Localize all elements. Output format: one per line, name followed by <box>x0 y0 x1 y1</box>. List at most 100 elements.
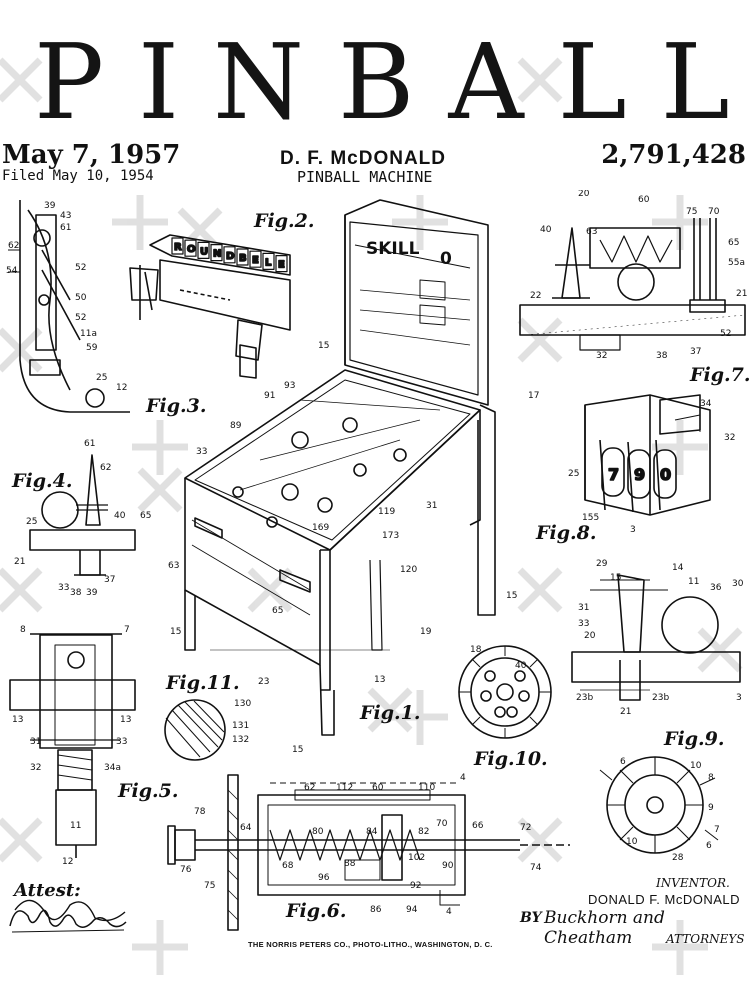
fig2-target-letter: L <box>265 257 272 268</box>
svg-text:15: 15 <box>318 341 329 351</box>
svg-text:62: 62 <box>304 783 315 793</box>
patent-number: 2,791,428 <box>601 140 746 170</box>
svg-text:7: 7 <box>124 625 130 635</box>
svg-text:62: 62 <box>8 241 19 251</box>
svg-text:12: 12 <box>116 383 127 393</box>
svg-text:94: 94 <box>406 905 418 915</box>
fig8-drawing <box>584 394 711 516</box>
svg-text:64: 64 <box>240 823 252 833</box>
svg-text:28: 28 <box>672 853 684 863</box>
svg-text:15: 15 <box>506 591 517 601</box>
svg-text:155: 155 <box>582 513 599 523</box>
fig7-caption: Fig.7. <box>690 364 750 386</box>
by-label: BY <box>520 910 542 926</box>
fig2-target-plate <box>262 252 275 270</box>
svg-text:34: 34 <box>700 399 712 409</box>
svg-text:23b: 23b <box>652 693 669 703</box>
svg-text:31: 31 <box>30 737 41 747</box>
svg-text:40: 40 <box>540 225 552 235</box>
svg-text:93: 93 <box>284 381 295 391</box>
svg-text:59: 59 <box>86 343 98 353</box>
svg-text:15: 15 <box>610 573 621 583</box>
svg-text:96: 96 <box>318 873 330 883</box>
svg-text:17: 17 <box>528 391 539 401</box>
svg-text:13: 13 <box>12 715 23 725</box>
svg-text:4: 4 <box>446 907 452 917</box>
svg-text:20: 20 <box>584 631 596 641</box>
svg-text:65: 65 <box>272 606 283 616</box>
svg-text:31: 31 <box>426 501 437 511</box>
svg-text:13: 13 <box>374 675 385 685</box>
svg-text:34a: 34a <box>104 763 121 773</box>
svg-text:4: 4 <box>460 773 466 783</box>
fig5-drawing <box>9 633 136 858</box>
fig4-caption: Fig.4. <box>12 470 73 492</box>
fig3-drawing <box>8 200 130 413</box>
svg-text:11: 11 <box>70 821 81 831</box>
fig2-target-letter: E <box>278 260 285 271</box>
inventor-short-name: D. F. McDONALD <box>280 148 446 169</box>
svg-text:3: 3 <box>736 693 742 703</box>
svg-text:25: 25 <box>96 373 107 383</box>
fig7-drawing <box>519 218 746 351</box>
svg-text:102: 102 <box>408 853 425 863</box>
svg-text:25: 25 <box>568 469 579 479</box>
svg-text:55a: 55a <box>728 258 745 268</box>
svg-text:15: 15 <box>292 745 303 755</box>
filed-date: Filed May 10, 1954 <box>2 168 154 184</box>
svg-text:10: 10 <box>626 837 638 847</box>
svg-text:33: 33 <box>58 583 69 593</box>
svg-text:89: 89 <box>230 421 242 431</box>
svg-text:40: 40 <box>515 661 527 671</box>
svg-text:65: 65 <box>728 238 739 248</box>
svg-text:3: 3 <box>630 525 636 535</box>
svg-text:75: 75 <box>204 881 215 891</box>
svg-text:60: 60 <box>372 783 384 793</box>
fig5-caption: Fig.5. <box>118 780 179 802</box>
svg-text:88: 88 <box>344 859 356 869</box>
patent-subtitle: PINBALL MACHINE <box>297 168 433 186</box>
svg-text:132: 132 <box>232 735 249 745</box>
svg-text:90: 90 <box>442 861 454 871</box>
svg-text:63: 63 <box>168 561 179 571</box>
svg-text:62: 62 <box>100 463 111 473</box>
svg-text:33: 33 <box>196 447 207 457</box>
svg-text:14: 14 <box>672 563 684 573</box>
fig2-target-letter: N <box>213 249 221 260</box>
svg-text:66: 66 <box>472 821 484 831</box>
svg-text:119: 119 <box>378 507 395 517</box>
fig2-target-letter: R <box>174 242 182 253</box>
fig2-target-plate <box>249 250 262 268</box>
fig3-caption: Fig.3. <box>146 395 207 417</box>
page-title: PINBALL <box>34 21 750 143</box>
fig8-digit: 9 <box>634 465 645 484</box>
svg-text:21: 21 <box>620 707 631 717</box>
svg-text:61: 61 <box>60 223 71 233</box>
fig10-drawing <box>458 645 552 739</box>
svg-text:32: 32 <box>724 433 735 443</box>
fig10-caption: Fig.10. <box>474 748 548 770</box>
svg-text:75: 75 <box>686 207 697 217</box>
fig8-digit: 7 <box>608 465 619 484</box>
backglass-label: SKILL <box>366 239 420 259</box>
svg-text:32: 32 <box>596 351 607 361</box>
fig4-drawing <box>29 454 136 576</box>
fig2-target-letter: U <box>200 246 208 257</box>
fig2-target-letter: D <box>226 251 234 262</box>
svg-text:33: 33 <box>578 619 589 629</box>
attorney-signature: Buckhorn and Cheatham <box>544 908 665 948</box>
svg-text:19: 19 <box>420 627 432 637</box>
svg-text:7: 7 <box>714 825 720 835</box>
fig1-drawing <box>184 199 496 736</box>
svg-text:18: 18 <box>470 645 482 655</box>
svg-text:76: 76 <box>180 865 192 875</box>
svg-text:37: 37 <box>104 575 115 585</box>
svg-text:37: 37 <box>690 347 701 357</box>
svg-text:70: 70 <box>436 819 448 829</box>
svg-text:54: 54 <box>6 266 18 276</box>
svg-text:15: 15 <box>170 627 181 637</box>
fig6-drawing <box>167 774 570 931</box>
